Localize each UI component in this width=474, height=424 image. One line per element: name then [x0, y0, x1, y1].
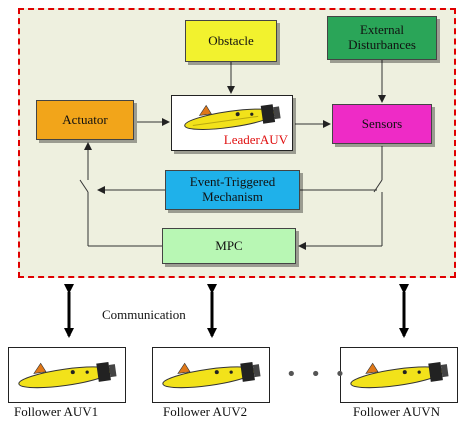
- auv-image: [184, 104, 281, 130]
- auv-image: [350, 361, 449, 389]
- event-triggered-label: Event-Triggered Mechanism: [189, 174, 276, 205]
- event-triggered-mechanism-box: Event-Triggered Mechanism: [165, 170, 300, 210]
- follower-auv1-box: [8, 347, 126, 403]
- follower-auvn-label: Follower AUVN: [353, 404, 441, 419]
- event-line1: Event-Triggered: [189, 174, 276, 190]
- auv-image: [162, 361, 261, 389]
- obstacle-label: Obstacle: [208, 32, 254, 48]
- external-line2: Disturbances: [348, 37, 416, 52]
- obstacle-box: Obstacle: [185, 20, 277, 62]
- follower-auv2-box: [152, 347, 270, 403]
- mpc-label: MPC: [215, 237, 243, 253]
- follower-auvn-box: [340, 347, 458, 403]
- external-disturbances-label: External Disturbances: [348, 22, 416, 53]
- external-line1: External: [359, 22, 405, 38]
- follower-auv1-label: Follower AUV1: [14, 404, 99, 419]
- follower-auv2-label: Follower AUV2: [163, 404, 248, 419]
- auv-image: [18, 361, 117, 389]
- actuator-box: Actuator: [36, 100, 134, 140]
- sensors-label: Sensors: [361, 115, 403, 131]
- leader-auv-label: LeaderAUV: [223, 132, 288, 147]
- sensors-box: Sensors: [332, 104, 432, 144]
- ellipsis-dots: • • •: [286, 364, 350, 385]
- communication-label: Communication: [102, 307, 186, 322]
- external-disturbances-box: External Disturbances: [327, 16, 437, 60]
- event-line2: Mechanism: [202, 189, 263, 204]
- mpc-box: MPC: [162, 228, 296, 264]
- switch-left: [79, 179, 89, 193]
- leader-auv-box: LeaderAUV: [171, 95, 293, 151]
- actuator-label: Actuator: [62, 111, 108, 127]
